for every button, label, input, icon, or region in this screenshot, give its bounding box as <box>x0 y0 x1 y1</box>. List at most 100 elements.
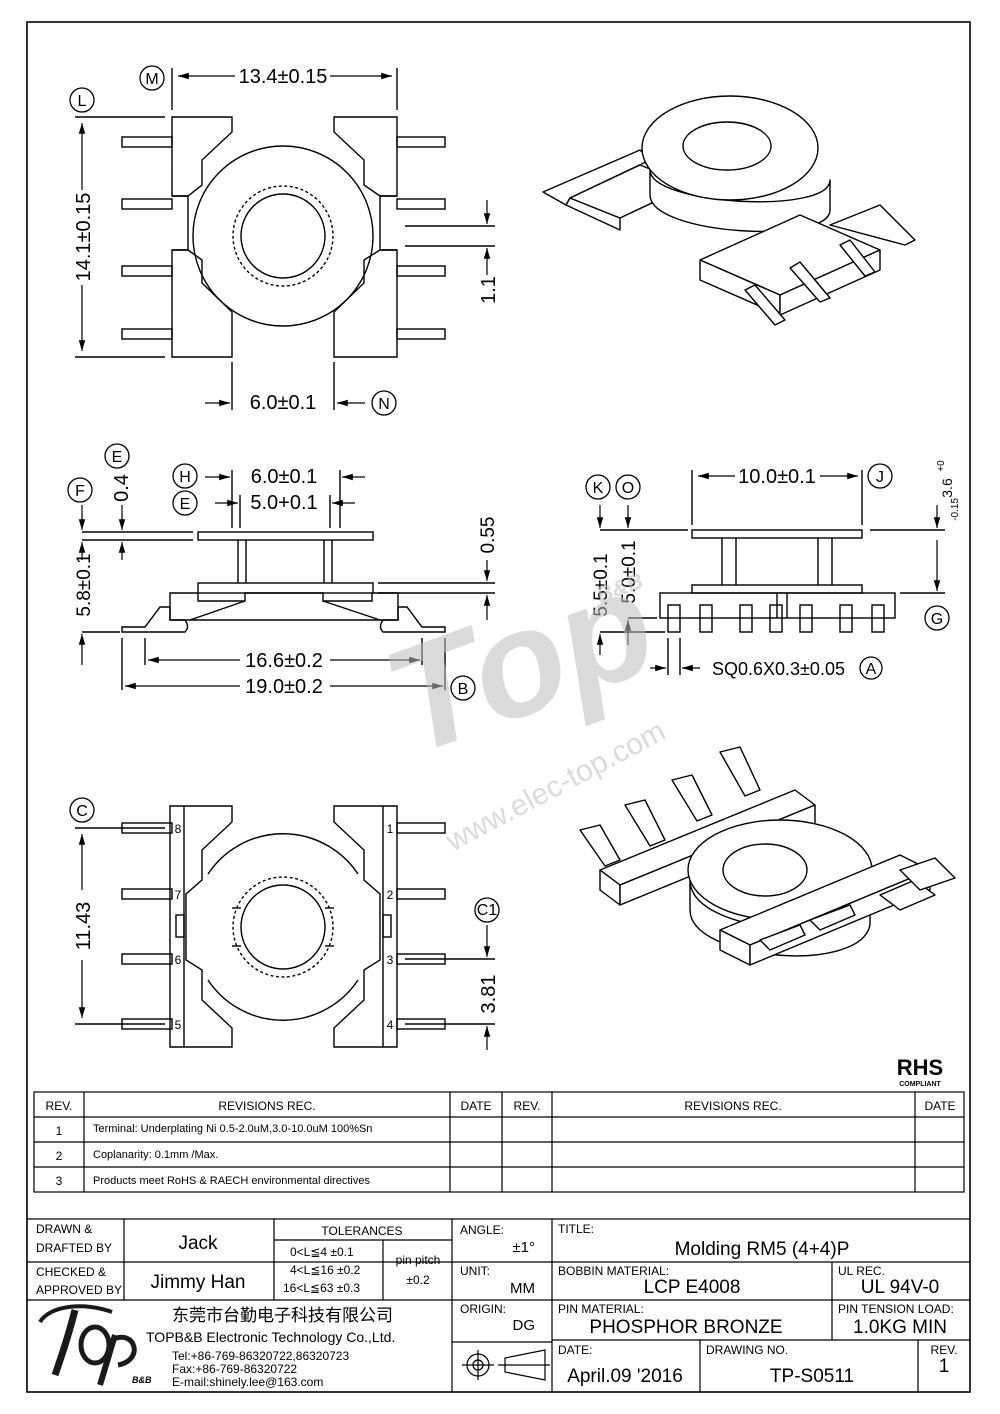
end-tolerance-dim: 3.6 +0 -0.15 <box>936 460 961 521</box>
drawn-by-value: Jack <box>178 1233 218 1254</box>
side-core-outer-dim: 6.0±0.1 <box>251 466 318 488</box>
svg-text:K: K <box>593 480 604 497</box>
bottom-view-dims <box>78 834 491 1050</box>
bottom-pitch-total-dim: 11.43 <box>73 902 95 951</box>
pin-tension-value: 1.0KG MIN <box>853 1317 947 1338</box>
title-block-text: DRAWN & DRAFTED BY Jack CHECKED & APPROV… <box>36 1222 957 1389</box>
isometric-view-bottom <box>579 746 956 966</box>
svg-text:REVISIONS REC.: REVISIONS REC. <box>684 1099 781 1113</box>
end-pin-dim: SQ0.6X0.3±0.05 <box>712 659 845 679</box>
svg-text:DATE:: DATE: <box>558 1343 592 1357</box>
svg-text:BOBBIN MATERIAL:: BOBBIN MATERIAL: <box>558 1264 669 1278</box>
svg-text:+0: +0 <box>936 460 947 472</box>
top-gap-dim: 1.1 <box>478 276 500 304</box>
ref-m: M <box>139 65 165 91</box>
isometric-view-top <box>542 95 916 326</box>
side-span-outer-dim: 19.0±0.2 <box>245 676 323 698</box>
end-view-dims <box>596 472 941 672</box>
top-view <box>75 68 495 410</box>
ref-c1: C1 <box>474 897 500 923</box>
pin-number: 8 <box>175 822 182 836</box>
pin-numbers: 8 7 6 5 1 2 3 4 <box>175 822 394 1032</box>
end-width-dim: 10.0±0.1 <box>738 466 816 488</box>
side-total-height-dim: 5.8±0.1 <box>74 553 95 616</box>
rohs-mark: RHS COMPLIANT <box>897 1055 943 1088</box>
svg-text:B&B: B&B <box>132 1375 152 1385</box>
svg-text:N: N <box>378 396 390 413</box>
top-slot-dim: 6.0±0.1 <box>250 392 317 414</box>
svg-text:±1°: ±1° <box>512 1239 535 1256</box>
ref-a: A <box>859 656 883 680</box>
svg-text:0<L≦4 ±0.1: 0<L≦4 ±0.1 <box>290 1245 354 1259</box>
svg-text:-0.15: -0.15 <box>950 498 961 521</box>
revision-row-rev: 3 <box>56 1174 63 1188</box>
pin-number: 4 <box>387 1018 394 1032</box>
svg-text:B: B <box>458 681 469 698</box>
svg-text:APPROVED BY: APPROVED BY <box>36 1283 122 1297</box>
svg-text:REV.: REV. <box>931 1343 958 1357</box>
pin-number: 5 <box>175 1018 182 1032</box>
svg-text:DRAWN &: DRAWN & <box>36 1222 92 1236</box>
revisions-text: REV. REVISIONS REC. DATE REV. REVISIONS … <box>46 1099 956 1188</box>
svg-text:PIN MATERIAL:: PIN MATERIAL: <box>558 1302 644 1316</box>
side-flange-thick-dim: 0.55 <box>478 517 499 554</box>
top-width-dim: 13.4±0.15 <box>239 66 328 88</box>
revision-row-text: Products meet RoHS & RAECH environmental… <box>93 1175 370 1187</box>
svg-text:REV.: REV. <box>514 1099 541 1113</box>
svg-text:pin pitch: pin pitch <box>396 1253 441 1267</box>
svg-text:DG: DG <box>513 1317 536 1334</box>
svg-text:ANGLE:: ANGLE: <box>460 1223 504 1237</box>
side-core-inner-dim: 5.0+0.1 <box>250 492 317 514</box>
company-en: TOPB&B Electronic Technology Co.,Ltd. <box>146 1329 395 1345</box>
revision-row-text: Terminal: Underplating Ni 0.5-2.0uM,3.0-… <box>93 1123 372 1135</box>
svg-text:L: L <box>78 93 87 110</box>
ref-e-top: E <box>104 443 130 469</box>
svg-text:DRAFTED BY: DRAFTED BY <box>36 1241 112 1255</box>
drawing-number-value: TP-S0511 <box>770 1366 854 1387</box>
projection-symbol <box>462 1349 550 1381</box>
pin-number: 7 <box>175 888 182 902</box>
svg-text:4<L≦16 ±0.2: 4<L≦16 ±0.2 <box>290 1263 361 1277</box>
svg-text:PIN TENSION LOAD:: PIN TENSION LOAD: <box>838 1302 954 1316</box>
svg-text:ORIGIN:: ORIGIN: <box>460 1302 506 1316</box>
bottom-pitch-dim: 3.81 <box>478 975 500 1014</box>
company-logo: B&B <box>38 1304 152 1386</box>
svg-text:UL REC.: UL REC. <box>838 1264 885 1278</box>
company-cn: 东莞市台勤电子科技有限公司 <box>172 1306 393 1325</box>
revisions-table <box>33 1091 965 1193</box>
svg-text:O: O <box>622 480 634 497</box>
svg-text:DATE: DATE <box>924 1099 955 1113</box>
ul-rec-value: UL 94V-0 <box>861 1277 940 1298</box>
svg-text:MM: MM <box>510 1280 535 1297</box>
svg-text:REV.: REV. <box>46 1099 73 1113</box>
svg-text:UNIT:: UNIT: <box>460 1264 490 1278</box>
svg-text:C: C <box>76 803 88 820</box>
ref-n: N <box>371 390 397 416</box>
top-view-dims <box>78 72 491 407</box>
svg-text:3.6: 3.6 <box>939 478 955 498</box>
svg-text:J: J <box>876 469 884 486</box>
svg-text:DATE: DATE <box>460 1099 491 1113</box>
revision-row-text: Coplanarity: 0.1mm /Max. <box>93 1149 218 1161</box>
svg-text:COMPLIANT: COMPLIANT <box>899 1081 941 1088</box>
ref-f: F <box>67 477 93 503</box>
svg-text:REVISIONS REC.: REVISIONS REC. <box>218 1099 315 1113</box>
ref-j: J <box>867 463 893 489</box>
svg-text:RHS: RHS <box>897 1055 943 1080</box>
company-email: E-mail:shinely.lee@163.com <box>172 1375 323 1389</box>
company-fax: Fax:+86-769-86320722 <box>172 1362 297 1376</box>
side-span-inner-dim: 16.6±0.2 <box>245 650 323 672</box>
ref-e-side: E <box>172 490 198 516</box>
svg-text:H: H <box>179 469 191 486</box>
svg-text:16<L≦63 ±0.3: 16<L≦63 ±0.3 <box>283 1281 360 1295</box>
pin-number: 3 <box>387 953 394 967</box>
side-view-dims <box>78 473 491 690</box>
ref-o: O <box>615 474 641 500</box>
svg-text:CHECKED &: CHECKED & <box>36 1265 106 1279</box>
revision-row-rev: 2 <box>56 1149 63 1163</box>
date-value: April.09 '2016 <box>567 1366 683 1387</box>
title-block-grid <box>27 1218 970 1392</box>
bottom-view <box>75 805 495 1048</box>
svg-text:A: A <box>866 661 877 678</box>
